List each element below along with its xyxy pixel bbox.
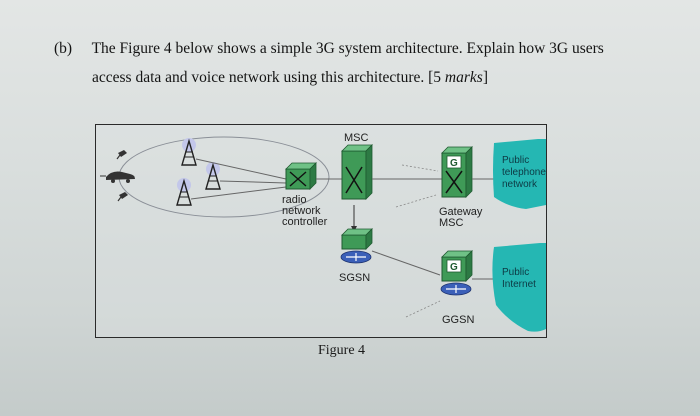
- figure-4-box: radio network controller MSC: [95, 124, 547, 338]
- ggsn-router-icon: [440, 250, 473, 296]
- internet-label-line1: Public: [502, 267, 529, 278]
- cell-tower-icon: [181, 138, 197, 166]
- link-sgsn-ggsn: [371, 250, 441, 276]
- sgsn-label: SGSN: [339, 272, 370, 284]
- signaling-link: [401, 164, 439, 172]
- rnc-label-line1: radio: [282, 194, 306, 206]
- internet-cloud: [492, 243, 546, 332]
- car-icon: [100, 171, 135, 183]
- rnc-label-line3: controller: [282, 216, 328, 228]
- marks-word: marks: [444, 69, 483, 86]
- question-text-1: The Figure 4 below shows a simple 3G sys…: [91, 40, 604, 57]
- gmsc-g-badge: G: [450, 158, 458, 169]
- gateway-label-line1: Gateway: [439, 206, 483, 218]
- pstn-label-line1: Public: [502, 155, 529, 166]
- gateway-msc-switch-icon: [441, 146, 473, 198]
- link-tower-rnc: [219, 180, 287, 184]
- pstn-cloud: [493, 139, 546, 209]
- cell-tower-icon: [176, 178, 192, 206]
- internet-label-line2: Internet: [502, 279, 536, 290]
- figure-caption: Figure 4: [318, 343, 366, 358]
- msc-label: MSC: [344, 132, 369, 144]
- gateway-label-line2: MSC: [439, 217, 464, 229]
- question-text-2: access data and voice network using this…: [92, 69, 445, 86]
- pstn-label-line3: network: [502, 179, 538, 190]
- sgsn-router-icon: [340, 228, 373, 264]
- 3g-architecture-diagram: radio network controller MSC: [100, 132, 546, 332]
- question-text-2-end: ]: [482, 69, 488, 86]
- msc-switch-icon: [341, 144, 373, 200]
- link-tower-rnc: [195, 158, 287, 180]
- ggsn-label: GGSN: [442, 314, 474, 326]
- question-line-2: access data and voice network using this…: [92, 69, 488, 87]
- link-tower-rnc: [190, 186, 287, 200]
- mobile-phone-icon: [116, 150, 127, 160]
- rnc-label-line2: network: [282, 205, 321, 217]
- rnc-switch-icon: [285, 162, 317, 190]
- cell-tower-icon: [205, 162, 221, 190]
- question-line-1: (b) The Figure 4 below shows a simple 3G…: [54, 40, 604, 58]
- pstn-label-line2: telephone: [502, 167, 546, 178]
- signaling-link: [405, 300, 441, 318]
- question-label: (b): [54, 40, 73, 57]
- pda-icon: [117, 192, 128, 202]
- ggsn-g-badge: G: [450, 262, 458, 273]
- signaling-link: [395, 194, 437, 208]
